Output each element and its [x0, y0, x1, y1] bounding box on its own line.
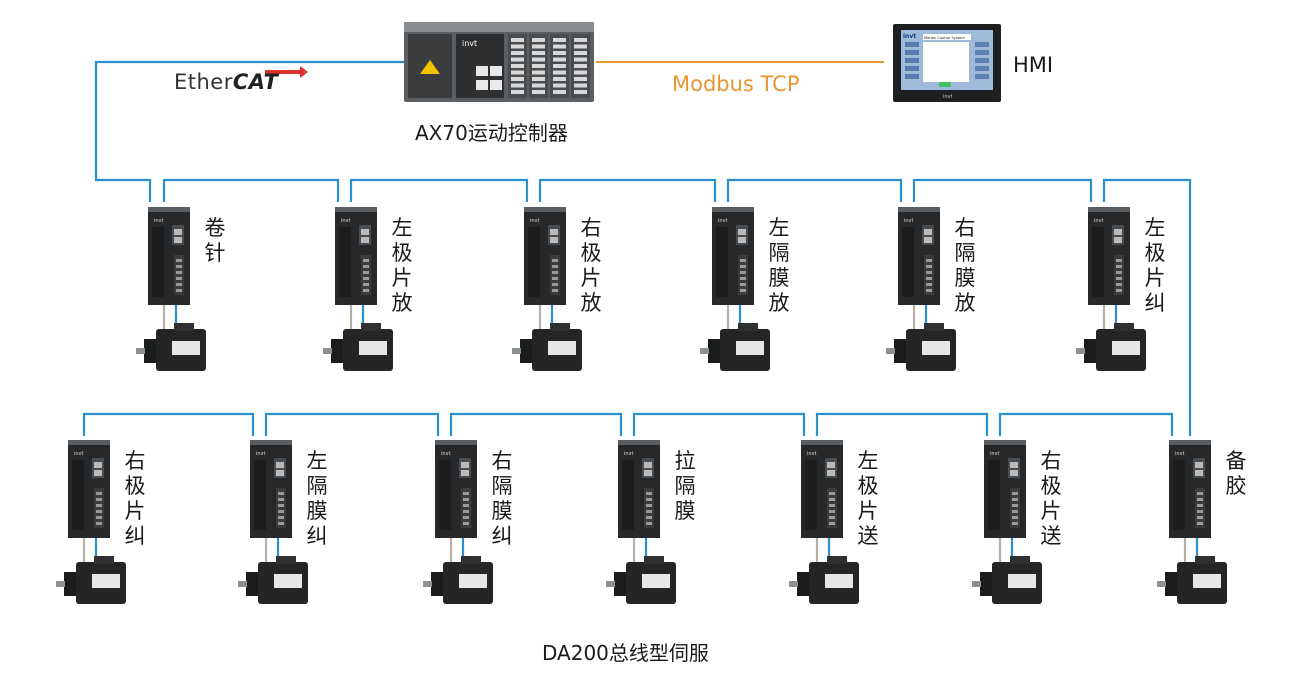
servo-row2-3-brand: invt: [624, 451, 634, 457]
ethercat-logo: EtherCAT: [174, 70, 278, 94]
servo-row1-label-5: 左极片纠: [1144, 216, 1166, 315]
servo-row1-1: invt: [323, 207, 393, 371]
servo-row2-1-brand: invt: [256, 451, 266, 457]
servo-series-label: DA200总线型伺服: [542, 641, 709, 665]
hmi-bezel-brand: invt: [943, 94, 953, 100]
servo-row2-0: invt: [56, 440, 126, 604]
ethercat-line-down: [1102, 178, 1192, 436]
controller-brand: invt: [462, 39, 477, 48]
servo-row1-5-brand: invt: [1094, 218, 1104, 224]
ethercat-line-row2-3: [449, 412, 623, 436]
ethercat-line-row2-2: [264, 412, 440, 436]
hmi-icon: invt Motion Control System invt: [893, 24, 1001, 102]
controller-label: AX70运动控制器: [415, 121, 568, 145]
servo-row2-4: invt: [789, 440, 859, 604]
ethercat-line-row1-1: [349, 178, 529, 202]
servo-row1-3: invt: [700, 207, 770, 371]
ethercat-line-controller: [94, 60, 405, 202]
servo-row1-label-1: 左极片放: [391, 216, 413, 315]
ethercat-logo-bold: CAT: [232, 70, 279, 94]
servo-row1-3-brand: invt: [718, 218, 728, 224]
servo-row2-label-0: 右极片纠: [124, 449, 146, 548]
ethercat-line-row2-5: [815, 412, 989, 436]
servo-row1-label-0: 卷针: [204, 216, 226, 265]
ethercat-line-row2-6: [998, 412, 1174, 436]
servo-row2-6: invt: [1157, 440, 1227, 604]
servo-row2-label-5: 右极片送: [1040, 449, 1062, 548]
servo-row2-5-brand: invt: [990, 451, 1000, 457]
servo-row2-label-1: 左隔膜纠: [306, 449, 328, 548]
servo-row2-label-2: 右隔膜纠: [491, 449, 513, 548]
servo-row2-1: invt: [238, 440, 308, 604]
servo-row1-5: invt: [1076, 207, 1146, 371]
servo-row2-label-3: 拉隔膜: [674, 449, 696, 523]
servo-row1-label-2: 右极片放: [580, 216, 602, 315]
ethercat-line-row2-1: [82, 412, 255, 436]
servo-row1-0-brand: invt: [154, 218, 164, 224]
servo-row2-6-brand: invt: [1175, 451, 1185, 457]
servo-row1-2: invt: [512, 207, 582, 371]
servo-row1-label-3: 左隔膜放: [768, 216, 790, 315]
servo-row1-1-brand: invt: [341, 218, 351, 224]
ethercat-line-row1-2: [538, 178, 717, 202]
servo-row2-label-6: 备胶: [1225, 449, 1247, 498]
ethercat-line-row2-4: [632, 412, 806, 436]
ethercat-bus-lines: [82, 60, 1192, 436]
servo-row1-4-brand: invt: [904, 218, 914, 224]
servo-row2-3: invt: [606, 440, 676, 604]
controller-icon: invt: [404, 22, 594, 102]
servo-row1-label-4: 右隔膜放: [954, 216, 976, 315]
ethercat-line-row1-0: [162, 178, 340, 202]
servo-row2-4-brand: invt: [807, 451, 817, 457]
servo-row1-2-brand: invt: [530, 218, 540, 224]
hmi-screen-title: Motion Control System: [924, 36, 965, 40]
servo-row2-2: invt: [423, 440, 493, 604]
hmi-brand: invt: [903, 33, 916, 40]
ethercat-arrow-icon: [265, 66, 308, 78]
servo-row2-0-brand: invt: [74, 451, 84, 457]
servo-row2-2-brand: invt: [441, 451, 451, 457]
hmi-label: HMI: [1013, 53, 1054, 77]
ethercat-logo-text: Ether: [174, 70, 233, 94]
ethercat-line-row1-3: [726, 178, 903, 202]
modbus-tcp-label: Modbus TCP: [672, 72, 800, 96]
servo-row2-5: invt: [972, 440, 1042, 604]
servo-row1-4: invt: [886, 207, 956, 371]
ethercat-line-row1-4: [912, 178, 1093, 202]
servo-row1-0: invt: [136, 207, 206, 371]
servo-row2-label-4: 左极片送: [857, 449, 879, 548]
